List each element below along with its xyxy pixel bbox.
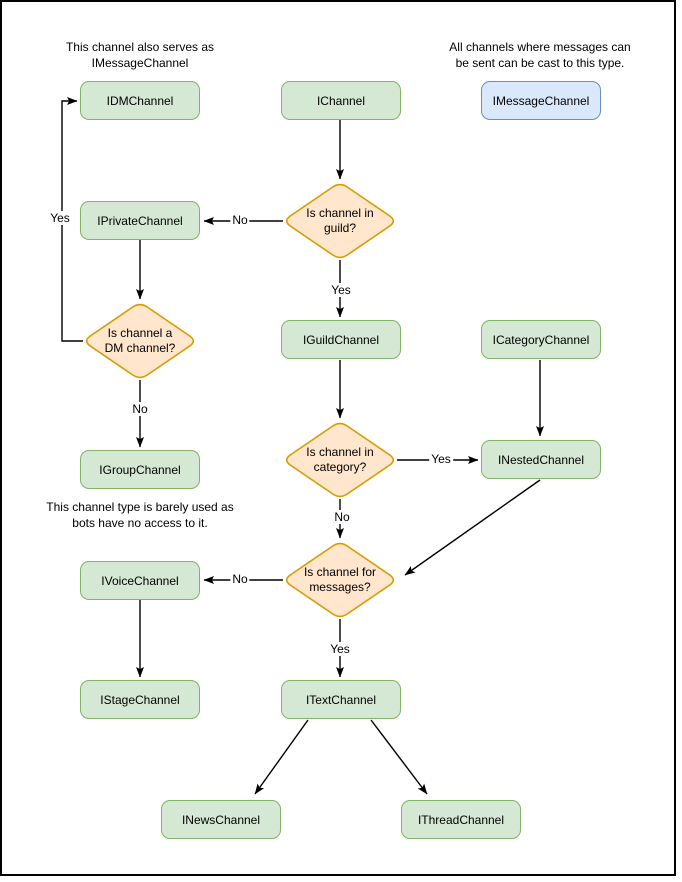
node-imessagechannel: IMessageChannel bbox=[481, 81, 601, 120]
node-iprivatechannel: IPrivateChannel bbox=[80, 201, 200, 240]
edge-label-guild-no: No bbox=[230, 213, 250, 227]
node-itextchannel: ITextChannel bbox=[281, 680, 401, 719]
decision-label-guild-line1: Is channel in bbox=[306, 206, 374, 220]
decision-label-dm-line2: DM channel? bbox=[104, 341, 176, 355]
note-message-line1: All channels where messages can bbox=[449, 40, 631, 54]
node-inestedchannel: INestedChannel bbox=[481, 440, 601, 479]
decision-label-guild-line2: guild? bbox=[323, 221, 357, 235]
edge-label-dm-yes: Yes bbox=[48, 211, 72, 225]
decision-label-guild: Is channel in guild? bbox=[285, 206, 395, 236]
node-ivoicechannel: IVoiceChannel bbox=[80, 561, 200, 600]
edge-label-category-yes: Yes bbox=[429, 452, 453, 466]
node-ichannel: IChannel bbox=[281, 81, 401, 120]
node-idmchannel: IDMChannel bbox=[80, 81, 200, 120]
note-dm-serves-imessage: This channel also serves as IMessageChan… bbox=[20, 39, 260, 71]
node-inewschannel: INewsChannel bbox=[161, 800, 281, 839]
decision-label-category-line1: Is channel in bbox=[306, 445, 374, 459]
decision-label-dm-line1: Is channel a bbox=[107, 326, 173, 340]
edge-itextchannel-to-ithreadchannel bbox=[370, 719, 428, 795]
edge-label-dm-no: No bbox=[130, 402, 150, 416]
decision-label-category: Is channel in category? bbox=[285, 445, 395, 475]
note-dm-line1: This channel also serves as bbox=[65, 40, 215, 54]
edge-label-category-no: No bbox=[332, 510, 352, 524]
decision-label-messages-line1: Is channel for bbox=[303, 565, 377, 579]
note-group-barely-used: This channel type is barely used as bots… bbox=[10, 499, 270, 531]
note-message-cast: All channels where messages can be sent … bbox=[420, 39, 660, 71]
decision-label-dm: Is channel a DM channel? bbox=[85, 326, 195, 356]
decision-label-messages: Is channel for messages? bbox=[285, 565, 395, 595]
node-icategorychannel: ICategoryChannel bbox=[481, 320, 601, 359]
note-group-line2: bots have no access to it. bbox=[72, 516, 208, 530]
node-igroupchannel: IGroupChannel bbox=[80, 450, 200, 489]
node-ithreadchannel: IThreadChannel bbox=[401, 800, 521, 839]
decision-label-category-line2: category? bbox=[313, 460, 367, 474]
note-dm-line2: IMessageChannel bbox=[91, 56, 189, 70]
node-iguildchannel: IGuildChannel bbox=[281, 320, 401, 359]
edge-inestedchannel-to-messages-decision bbox=[404, 479, 541, 576]
note-group-line1: This channel type is barely used as bbox=[46, 500, 234, 514]
edge-itextchannel-to-inewschannel bbox=[254, 719, 309, 795]
note-message-line2: be sent can be cast to this type. bbox=[455, 56, 625, 70]
edge-label-guild-yes: Yes bbox=[329, 283, 353, 297]
decision-label-messages-line2: messages? bbox=[309, 580, 371, 594]
node-istagechannel: IStageChannel bbox=[80, 680, 200, 719]
edge-label-messages-yes: Yes bbox=[328, 642, 352, 656]
edge-label-messages-no: No bbox=[230, 572, 250, 586]
